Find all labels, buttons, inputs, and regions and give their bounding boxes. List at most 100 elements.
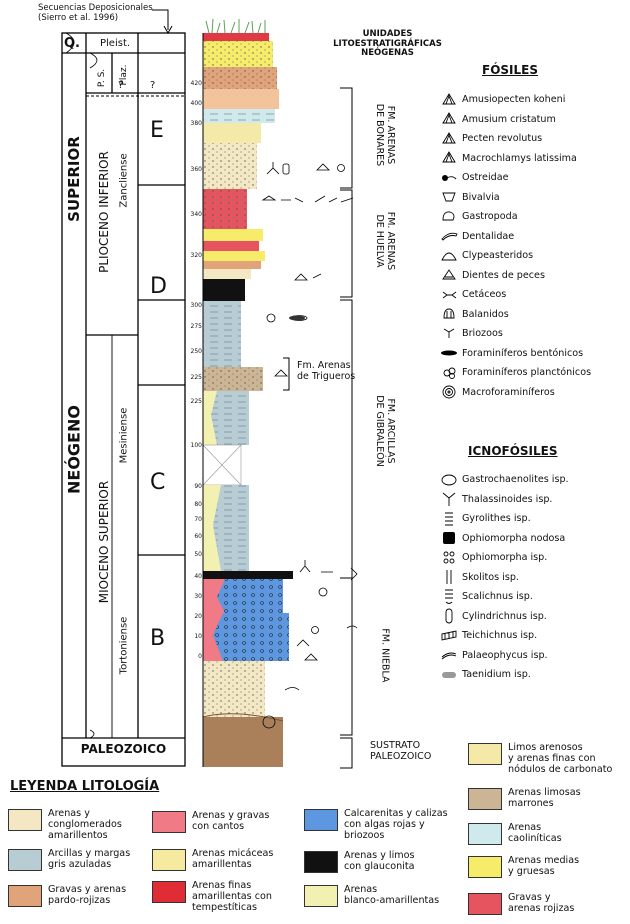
legend-label: Arenas y conglomerados amarillentos: [48, 808, 122, 841]
list-item: Foraminíferos bentónicos: [440, 344, 630, 364]
list-item: Teichichnus isp.: [440, 626, 630, 646]
legend-item: Limos arenosos y arenas finas con nódulo…: [468, 742, 612, 775]
trigueros-label: Fm. Arenas de Trigueros: [297, 360, 355, 382]
legend-label: Gravas y arenas rojizas: [508, 892, 574, 914]
legend-item: Arenas medias y gruesas: [468, 855, 579, 878]
depth-tick-label: 360: [186, 166, 202, 173]
ichnofossils-title: ICNOFÓSILES: [468, 444, 558, 458]
sequence-e: E: [150, 118, 164, 143]
planktonic-foram-icon: [312, 627, 319, 634]
list-item-label: Gyrolithes isp.: [462, 513, 531, 524]
depth-tick-label: 275: [186, 323, 202, 330]
uncertain-mark-1: ?: [118, 80, 123, 91]
list-item: Taenidium isp.: [440, 665, 630, 685]
list-item: Palaeophycus isp.: [440, 646, 630, 666]
depth-tick-label: 380: [186, 120, 202, 127]
vertical-tube-icon: [440, 568, 458, 586]
legend-item: Arenas blanco-amarillentas: [304, 884, 439, 907]
scallop-icon: [440, 149, 458, 167]
legend-swatch: [8, 849, 42, 871]
chrono-column: [0, 0, 200, 770]
scallop-icon: [440, 130, 458, 148]
thalassinoides-icon: [267, 162, 279, 174]
fish-tooth-icon: [440, 266, 458, 284]
legend-label: Arenas limosas marrones: [508, 787, 581, 809]
formation-niebla: FM. NIEBLA: [380, 616, 391, 696]
list-item-label: Palaeophycus isp.: [462, 650, 548, 661]
depth-tick-label: 80: [186, 501, 202, 508]
depth-tick-label: 0: [186, 653, 202, 660]
list-item: Ostreidae: [440, 168, 630, 188]
depth-tick-label: 50: [186, 551, 202, 558]
formation-huelva: FM. ARENAS DE HUELVA: [374, 191, 396, 291]
list-item: Macroforaminíferos: [440, 383, 630, 403]
oyster-icon: [285, 688, 299, 691]
bryozoan-icon: [440, 325, 458, 343]
list-item: Gyrolithes isp.: [440, 509, 630, 529]
boring-icon: [263, 716, 275, 728]
list-item: Thalassinoides isp.: [440, 490, 630, 510]
legend-swatch: [152, 811, 186, 833]
fish-tooth-icon: [305, 654, 317, 660]
branching-burrow-icon: [297, 640, 309, 646]
depth-tick-label: 100: [186, 442, 202, 449]
depth-tick-label: 10: [186, 633, 202, 640]
list-item: Macrochlamys latissima: [440, 149, 630, 169]
gastropod-icon: [319, 588, 327, 596]
legend-label: Limos arenosos y arenas finas con nódulo…: [508, 742, 612, 775]
gastropod-icon: [440, 208, 458, 226]
sequence-c: C: [150, 470, 165, 495]
list-item: Briozoos: [440, 324, 630, 344]
legend-title: LEYENDA LITOLOGÍA: [10, 779, 159, 794]
list-item-label: Cylindrichnus isp.: [462, 611, 547, 622]
list-item-label: Ostreidae: [462, 172, 508, 183]
depth-tick-label: 300: [186, 302, 202, 309]
zancliense-label: Zancliense: [119, 141, 130, 221]
benthic-foram-icon: [440, 344, 458, 362]
bivalve-icon: [440, 188, 458, 206]
ps-label: P. S.: [97, 64, 107, 92]
uncertain-mark-2: ?: [150, 80, 155, 91]
spreite-icon: [440, 627, 458, 645]
depth-tick-label: 70: [186, 516, 202, 523]
cylinder-burrow-icon: [440, 607, 458, 625]
list-item-label: Bivalvia: [462, 192, 500, 203]
legend-item: Gravas y arenas pardo-rojizas: [8, 884, 126, 907]
depth-tick-label: 320: [186, 252, 202, 259]
plioceno-inferior-label: PLIOCENO INFERIOR: [97, 132, 111, 292]
shell-icon: [263, 196, 303, 202]
list-item-label: Cetáceos: [462, 289, 506, 300]
sequence-b: B: [150, 626, 165, 651]
list-item: Ophiomorpha isp.: [440, 548, 630, 568]
legend-item: Calcarenitas y calizas con algas rojas y…: [304, 808, 448, 841]
list-item: Clypeasteridos: [440, 246, 630, 266]
tusk-shell-icon: [440, 227, 458, 245]
depth-tick-label: 250: [186, 348, 202, 355]
list-item: Cetáceos: [440, 285, 630, 305]
depth-tick-label: 225: [186, 398, 202, 405]
formation-bonares: FM. ARENAS DE BONARES: [374, 85, 396, 185]
units-title: UNIDADES LITOESTRATIGRÁFICAS NEÓGENAS: [330, 30, 445, 59]
depth-tick-label: 225: [186, 374, 202, 381]
legend-swatch: [152, 849, 186, 871]
meniscate-burrow-icon: [440, 666, 458, 684]
pleistocene-label: Pleist.: [100, 38, 130, 49]
bone-icon: [440, 286, 458, 304]
depth-tick-label: 400: [186, 100, 202, 107]
list-item-label: Clypeasteridos: [462, 250, 533, 261]
paleozoico-label: PALEOZOICO: [62, 742, 185, 756]
list-item: Gastrochaenolites isp.: [440, 470, 630, 490]
legend-item: Gravas y arenas rojizas: [468, 892, 574, 915]
depth-tick-label: 20: [186, 613, 202, 620]
ichnofossil-list: Gastrochaenolites isp. Thalassinoides isp…: [440, 470, 630, 685]
legend-swatch: [8, 885, 42, 907]
legend-label: Arenas caoliníticas: [508, 822, 562, 844]
list-item-label: Scalichnus isp.: [462, 591, 533, 602]
legend-swatch: [152, 881, 186, 903]
list-item-label: Thalassinoides isp.: [462, 494, 553, 505]
list-item-label: Macrochlamys latissima: [462, 153, 577, 164]
fossils-title: FÓSILES: [482, 63, 538, 77]
list-item: Foraminíferos planctónicos: [440, 363, 630, 383]
macroforam-icon: [440, 383, 458, 401]
